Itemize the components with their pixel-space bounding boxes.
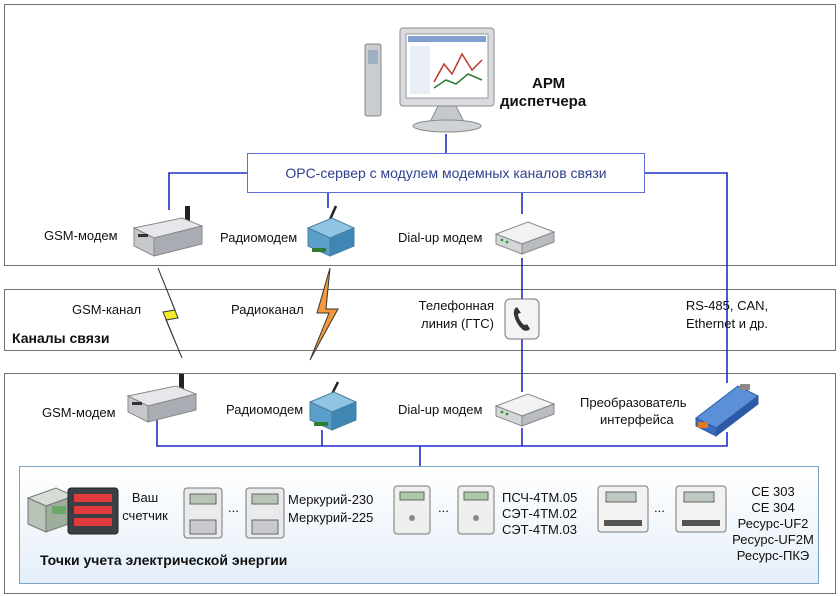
psch-meter-icon-1 (393, 485, 431, 535)
ellipsis-2: ... (438, 500, 449, 515)
your-meter-label-2: счетчик (122, 508, 168, 523)
telephone-icon (504, 298, 540, 340)
interface-converter-icon (695, 384, 759, 438)
ellipsis-3: ... (654, 500, 665, 515)
mercury-meter-icon-1 (183, 487, 223, 539)
group3-model-3: Ресурс-UF2 (737, 516, 809, 531)
converter-label-2: интерфейса (600, 412, 674, 427)
group3-model-1: CE 303 (751, 484, 795, 499)
power-meter-display-icon (67, 487, 119, 535)
meter-box-icon (26, 487, 76, 533)
group2-model-1: ПСЧ-4ТМ.05 (502, 490, 578, 505)
group1-model-1: Меркурий-230 (288, 492, 374, 507)
dispatcher-frame (4, 4, 836, 266)
rs485-label-2: Ethernet и др. (685, 316, 769, 331)
bottom-radio-modem-icon (308, 381, 358, 431)
mercury-meter-icon-2 (245, 487, 285, 539)
rs485-label-1: RS-485, CAN, (685, 298, 769, 313)
bottom-gsm-modem-label: GSM-модем (42, 405, 116, 420)
psch-meter-icon-2 (457, 485, 495, 535)
converter-label-1: Преобразователь (580, 395, 687, 410)
top-radio-modem-icon (306, 205, 356, 257)
phone-line-label-1: Телефонная (418, 298, 494, 313)
phone-line-label-2: линия (ГТС) (421, 316, 494, 331)
radio-lightning-icon (309, 267, 339, 361)
computer-workstation-icon (364, 27, 495, 133)
opc-server-box: OPC-сервер с модулем модемных каналов св… (247, 153, 645, 193)
channels-title: Каналы связи (12, 330, 110, 346)
top-dialup-modem-icon (494, 221, 556, 255)
group3-model-4: Ресурс-UF2M (732, 532, 814, 547)
gsm-lightning-icon (157, 267, 183, 359)
wire-server-gsm (168, 172, 247, 210)
top-gsm-modem-label: GSM-модем (44, 228, 118, 243)
ce-meter-icon-1 (597, 485, 649, 533)
radio-channel-label: Радиоканал (231, 302, 304, 317)
field-frame (4, 373, 836, 594)
top-radio-modem-label: Радиомодем (220, 230, 298, 245)
bottom-gsm-modem-icon (126, 374, 198, 423)
top-dialup-modem-label: Dial-up модем (398, 230, 483, 245)
channels-frame (4, 289, 836, 351)
group3-model-5: Ресурс-ПКЭ (736, 548, 810, 563)
wire-server-rs485 (645, 172, 728, 383)
group3-model-2: CE 304 (751, 500, 795, 515)
arm-title-line1: АРМ (532, 75, 566, 92)
bottom-dialup-modem-label: Dial-up модем (398, 402, 483, 417)
group1-model-2: Меркурий-225 (288, 510, 374, 525)
gsm-channel-label: GSM-канал (72, 302, 142, 317)
wire-gsm-bus (156, 420, 728, 447)
bottom-radio-modem-label: Радиомодем (226, 402, 304, 417)
top-gsm-modem-icon (132, 206, 204, 257)
bottom-dialup-modem-icon (494, 393, 556, 427)
group2-model-3: СЭТ-4ТМ.03 (502, 522, 577, 537)
arm-title-line2: диспетчера (500, 93, 587, 110)
ce-meter-icon-2 (675, 485, 727, 533)
your-meter-label-1: Ваш (131, 490, 159, 505)
ellipsis-1: ... (228, 500, 239, 515)
group2-model-2: СЭТ-4ТМ.02 (502, 506, 577, 521)
metering-points-title: Точки учета электрической энергии (40, 552, 288, 568)
